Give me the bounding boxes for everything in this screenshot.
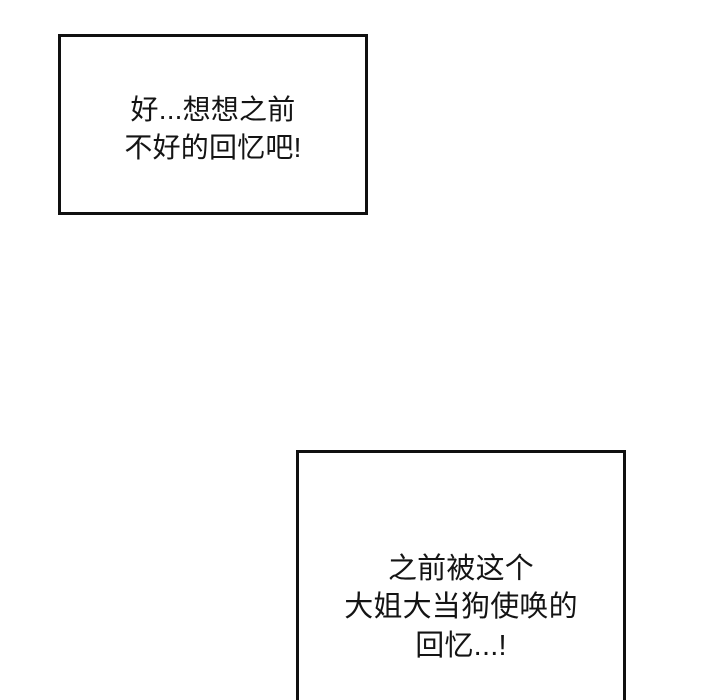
dialogue-line: 好...想想之前 [130, 94, 296, 126]
comic-panel-bottom: 之前被这个 大姐大当狗使唤的 回忆...! [296, 450, 626, 700]
dialogue-text-panel-1: 好...想想之前 不好的回忆吧! [61, 91, 365, 165]
dialogue-line: 回忆...! [415, 629, 507, 662]
dialogue-text-panel-2: 之前被这个 大姐大当狗使唤的 回忆...! [299, 550, 623, 666]
dialogue-line: 大姐大当狗使唤的 [344, 591, 578, 624]
dialogue-line: 不好的回忆吧! [124, 131, 302, 163]
dialogue-line: 之前被这个 [387, 552, 534, 585]
comic-panel-top: 好...想想之前 不好的回忆吧! [58, 34, 368, 215]
